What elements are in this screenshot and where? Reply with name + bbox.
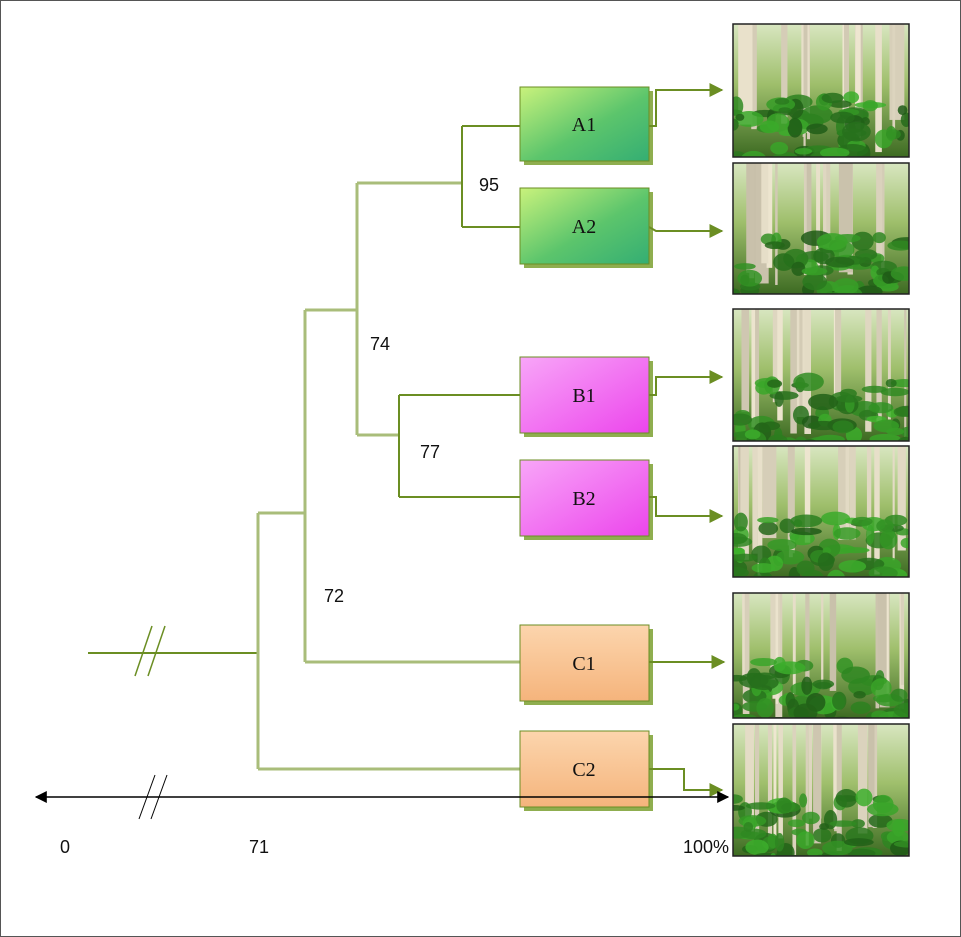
axis-label-break: 71 [249, 837, 269, 857]
group-box-c1: C1 [519, 624, 653, 705]
forest-photo-a1 [732, 23, 910, 158]
group-boxes: A1 A2 B1 B2 C1 C2 [519, 86, 653, 811]
axis-label-start: 0 [60, 837, 70, 857]
arrow-b2 [649, 496, 724, 523]
forest-photo-c1 [732, 592, 910, 719]
arrow-a2 [648, 224, 724, 238]
arrow-c2 [649, 768, 724, 797]
forest-photo-a2 [732, 162, 910, 295]
similarity-label-95: 95 [479, 175, 499, 195]
forest-photo-b2 [732, 445, 910, 578]
axis-break-mark-2 [150, 774, 168, 820]
similarity-label-77: 77 [420, 442, 440, 462]
similarity-label-72: 72 [324, 586, 344, 606]
arrow-b1 [649, 370, 724, 396]
forest-photo-c2 [732, 723, 910, 857]
arrow-a1 [649, 83, 724, 127]
axis-break-mark-1 [138, 774, 156, 820]
root-break-mark-1 [134, 625, 153, 677]
dendrogram-branches [88, 125, 520, 771]
axis-label-end: 100% [683, 837, 729, 857]
group-label-a2: A2 [572, 216, 596, 238]
group-box-b2: B2 [519, 459, 653, 540]
group-box-c2: C2 [519, 730, 653, 811]
forest-photos [732, 23, 910, 857]
forest-photo-b1 [732, 308, 910, 442]
similarity-label-74: 74 [370, 334, 390, 354]
root-break-mark-2 [147, 625, 166, 677]
group-label-b2: B2 [572, 488, 595, 510]
group-label-b1: B1 [572, 385, 595, 407]
similarity-axis: 0 71 100% [34, 774, 730, 857]
group-box-b1: B1 [519, 356, 653, 437]
group-box-a2: A2 [519, 187, 653, 268]
group-label-c1: C1 [572, 653, 595, 675]
group-label-c2: C2 [572, 759, 595, 781]
group-box-a1: A1 [519, 86, 653, 165]
similarity-labels: 95 74 77 72 [324, 175, 499, 606]
photo-arrows [648, 83, 726, 797]
group-label-a1: A1 [572, 114, 596, 136]
